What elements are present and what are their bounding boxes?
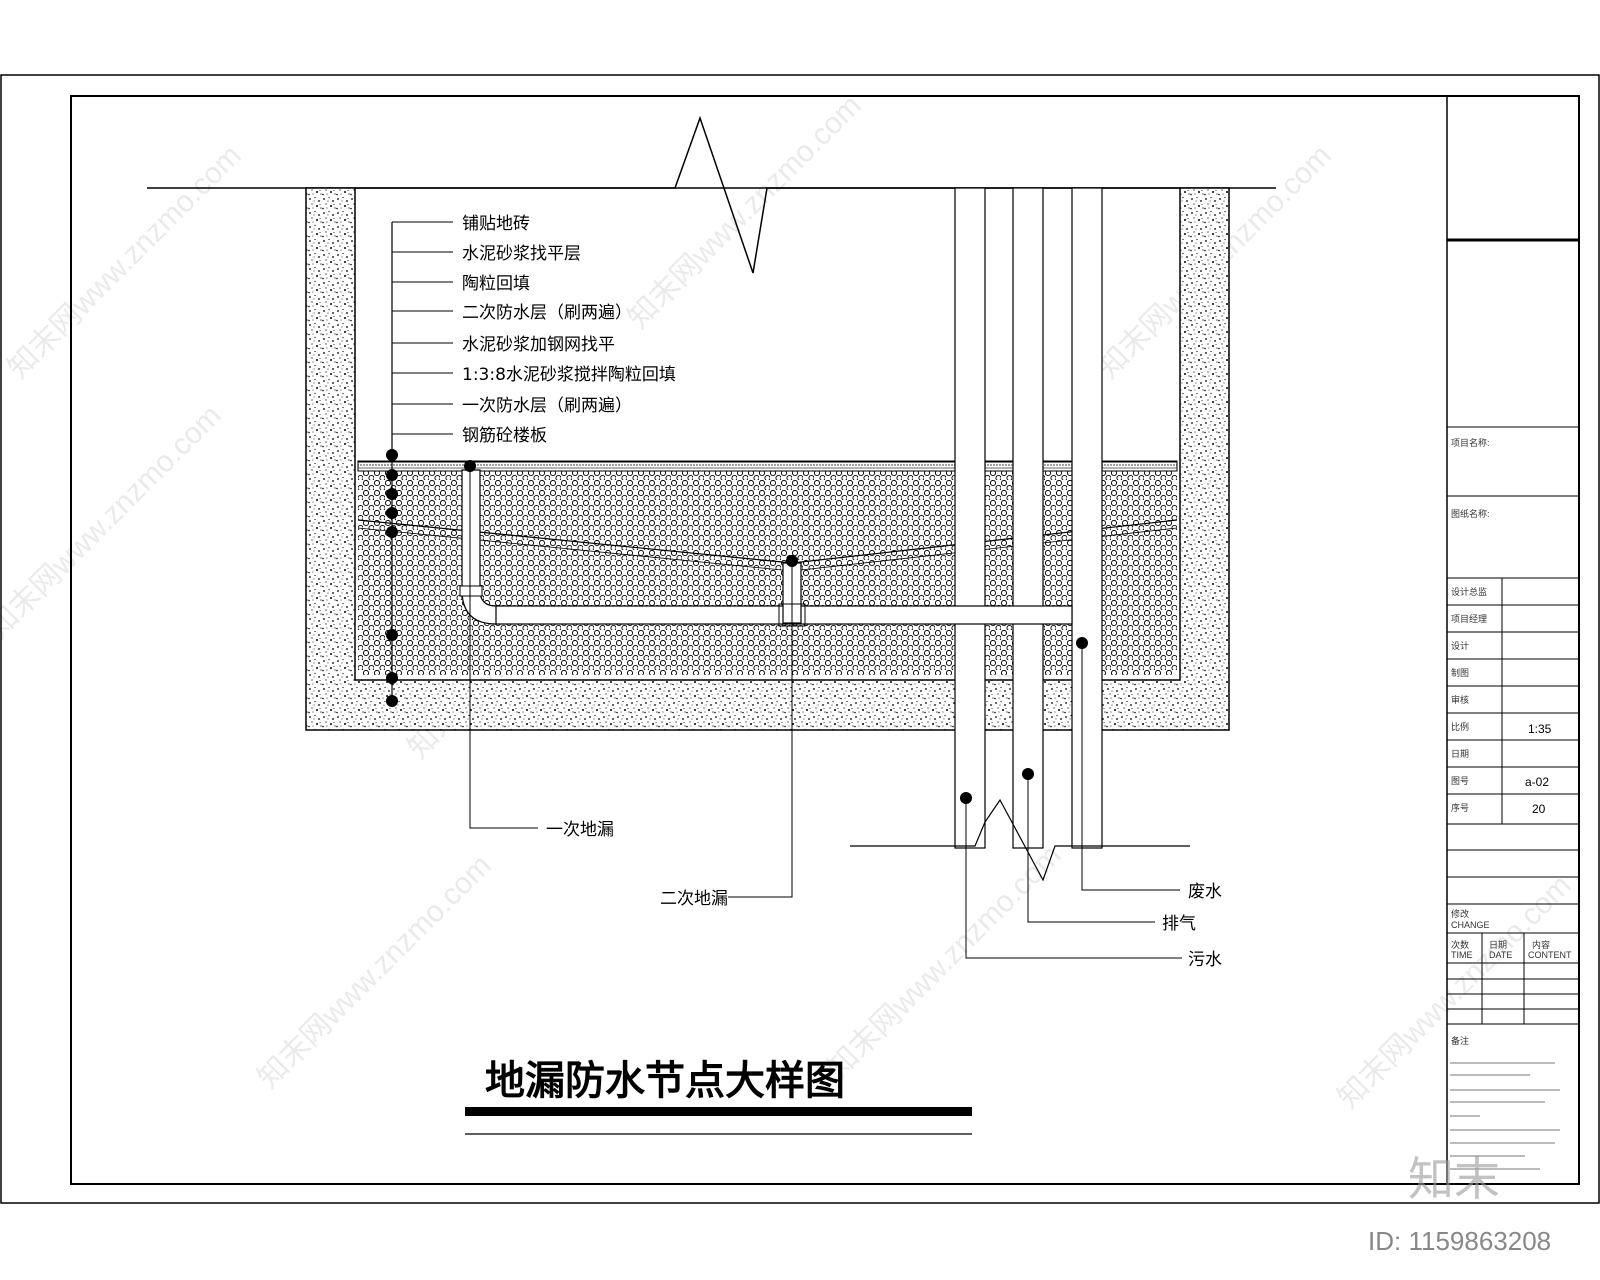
drawing-number-value: a-02 (1525, 775, 1549, 789)
drawing-title: 地漏防水节点大样图 (485, 1058, 845, 1104)
horizontal-drain-pipe (491, 605, 1073, 625)
watermark-text: 知末网www.znzmo.com (1332, 869, 1578, 1115)
layer-labels: 铺贴地砖 水泥砂浆找平层 陶粒回填 二次防水层（刷两遍） 水泥砂浆加钢网找平 1… (462, 214, 676, 446)
tb-row-label: 制图 (1451, 667, 1469, 678)
floor-tile-band (357, 460, 1178, 472)
sewage-riser-pipe (954, 187, 986, 849)
tb-row-label: 序号 (1451, 802, 1469, 813)
secondary-drain-label: 二次地漏 (660, 889, 728, 909)
sheet-outer-border (0, 74, 1600, 1204)
title-underline-thick (465, 1107, 972, 1116)
scale-value: 1:35 (1528, 722, 1552, 736)
title-block: 项目名称: 图纸名称: 设计总监 项目经理 设计 制图 审核 比例 1:35 日… (1446, 96, 1579, 1184)
brand-watermark: 知末 (1408, 1152, 1500, 1206)
watermark-text: 知末网www.znzmo.com (822, 839, 1068, 1085)
vent-pipe-label: 排气 (1162, 914, 1196, 934)
waste-riser-pipe (1071, 187, 1103, 849)
change-label-en: CHANGE (1451, 920, 1490, 930)
pipe-callouts: 废水 排气 污水 (960, 637, 1222, 970)
sheet-inner-border (70, 95, 1580, 1185)
room-inner-outline (354, 187, 1181, 681)
tb-row-label: 审核 (1451, 694, 1469, 705)
primary-drain-fitting (459, 585, 483, 597)
waste-pipe-label: 废水 (1188, 882, 1222, 902)
layer-label-waterproof-1: 一次防水层（刷两遍） (462, 396, 632, 416)
layer-label-tile: 铺贴地砖 (462, 214, 530, 234)
layer-label-mortar-backfill: 1:3:8水泥砂浆搅拌陶粒回填 (462, 365, 676, 385)
riser-pipes (954, 187, 1103, 849)
change-col-label: TIME (1451, 950, 1473, 960)
watermark-text: 知末网www.znzmo.com (0, 399, 228, 645)
watermark-text: 知末网www.znzmo.com (622, 89, 868, 335)
drawing-name-label: 图纸名称: (1451, 508, 1490, 519)
tb-row-label: 日期 (1451, 749, 1469, 759)
tb-row-label: 比例 (1451, 721, 1469, 732)
notes-lines (1450, 1062, 1560, 1170)
lower-break-line (850, 798, 1190, 882)
layer-label-ceramsite: 陶粒回填 (462, 274, 530, 294)
drain-callouts: 一次地漏 二次地漏 (464, 460, 798, 909)
layer-leader (386, 221, 453, 707)
change-col-label: 内容 (1532, 939, 1550, 950)
sewage-pipe-label: 污水 (1188, 950, 1222, 970)
change-label: 修改 (1451, 908, 1469, 919)
change-col-label: DATE (1489, 950, 1512, 960)
layer-label-mesh-leveling: 水泥砂浆加钢网找平 (462, 335, 615, 355)
layer-label-waterproof-2: 二次防水层（刷两遍） (462, 303, 632, 323)
sequence-value: 20 (1532, 802, 1546, 816)
tb-row-label: 项目经理 (1451, 613, 1487, 624)
vent-riser-pipe (1012, 187, 1044, 849)
image-id: ID: 1159863208 (1368, 1226, 1551, 1256)
layer-label-leveling: 水泥砂浆找平层 (462, 244, 581, 264)
primary-drain-label: 一次地漏 (546, 820, 614, 840)
change-col-label: CONTENT (1528, 950, 1572, 960)
ceramsite-backfill (358, 470, 1177, 675)
layer-label-slab: 钢筋砼楼板 (462, 426, 547, 446)
change-col-label: 日期 (1489, 940, 1507, 950)
tb-row-label: 设计 (1451, 640, 1469, 651)
watermark-text: 知末网www.znzmo.com (2, 139, 248, 385)
tb-row-label: 设计总监 (1451, 586, 1487, 597)
project-name-label: 项目名称: (1451, 437, 1490, 448)
change-col-label: 次数 (1451, 939, 1469, 950)
watermark-text: 知末网www.znzmo.com (252, 849, 498, 1095)
tb-row-label: 图号 (1451, 776, 1469, 786)
notes-label: 备注 (1451, 1035, 1469, 1046)
